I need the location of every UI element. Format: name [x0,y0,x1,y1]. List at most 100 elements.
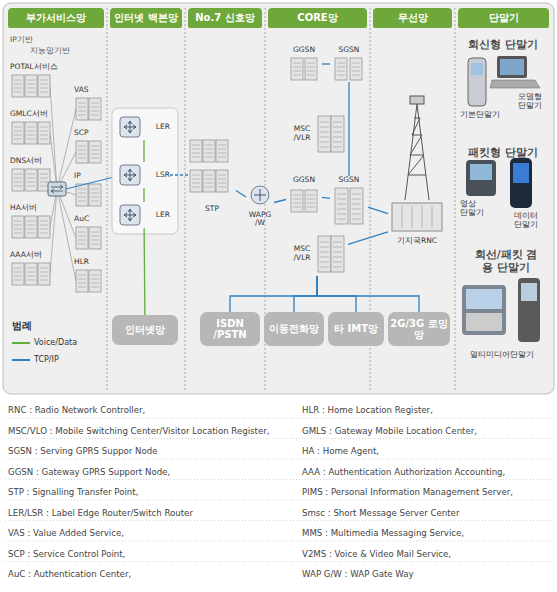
node-label: AAA서버 [10,251,42,260]
core-node-icon [331,236,344,272]
router-node: LSR [118,162,170,188]
band-heading: CORE망 [268,8,367,28]
router-panel [112,108,178,234]
server-icon [25,169,37,191]
glossary-entry: HA : Home Agent, [302,446,379,456]
server-icon [76,184,88,206]
server-node: AuC [74,215,104,251]
core-node: GGSN [286,46,322,82]
node-label: LSR [156,171,170,180]
node-label: SGSN [339,46,360,55]
glossary-entry: STP : Signalling Transfer Point, [8,487,138,497]
server-node: HLR [74,258,104,294]
switching-center: MSC /VLR [286,232,348,276]
network-link [170,174,188,175]
terminal-illustration [490,80,540,88]
terminal-illustration [471,63,483,75]
antenna-tower [405,96,429,200]
node-label: MSC /VLR [286,245,318,262]
terminal-illustration [513,163,529,183]
glossary-entry: Smsc : Short Message Server Center [302,508,459,518]
stp-icon [190,140,228,192]
node-label: GGSN [293,46,315,55]
server-icon [76,98,88,120]
terminal-illustration [518,278,540,342]
node-label: MSC /VLR [286,125,318,142]
terminal-illustration [466,289,502,309]
legend-line [12,342,30,344]
core-node-icon [350,188,363,224]
band-heading: 단말기 [458,8,549,28]
core-node-icon [335,188,348,224]
glossary-entry: LER/LSR : Label Edge Router/Switch Route… [8,508,193,518]
server-icon [89,270,101,292]
band-heading: No.7 신호망 [188,8,262,28]
server-icon [38,263,50,285]
glossary-entry: HLR : Home Location Register, [302,405,433,415]
router-icon [120,165,140,185]
column-divider [455,8,456,390]
terminal-illustration [466,313,502,331]
core-node-icon [291,58,363,272]
legend-text: Voice/Data [34,338,77,347]
glossary-entry: SCP : Service Control Point, [8,549,125,559]
legend-text: TCP/IP [34,355,59,364]
switching-center: MSC /VLR [286,112,348,156]
node-label: 이동전화망 [269,323,319,335]
external-network-box: 2G/3G 로밍 망 [388,312,450,346]
network-element: STP [188,136,236,214]
text-label: 패킷형 단말기 [468,146,538,159]
gateway-icon [251,186,269,204]
server-node: IP [74,172,104,208]
glossary-separator [5,561,552,562]
terminal-illustration [466,160,496,196]
glossary-separator [5,418,552,562]
router-icon [120,117,140,137]
glossary-entry: VAS : Value Added Service, [8,528,124,538]
glossary-entry: RNC : Radio Network Controller, [8,405,145,415]
node-label: 타 IMT망 [334,323,378,335]
server-icon [12,216,24,238]
text-label: 데이터 단말기 [514,211,544,229]
network-link [143,228,145,315]
router-node: LER [118,114,170,140]
legend-entry: TCP/IP [12,355,59,364]
server-icon [89,141,101,163]
switch-icon [48,182,66,196]
network-link [143,188,144,202]
glossary-separator [5,500,552,501]
legend-line-sample [12,339,30,347]
network-band: 부가서비스망POTAL서비스GMLC서버DNS서버HA서버AAA서버VASSCP… [5,8,107,392]
network-link [348,232,388,244]
legend-line [12,359,30,361]
node-label: LER [156,211,170,220]
glossary-separator [5,479,552,480]
glossary-entry: GGSN : Gateway GPRS Support Node, [8,467,170,477]
node-label: SCP [74,129,89,138]
node-label: VAS [74,86,89,95]
network-link [317,276,356,312]
text-label: IP기반 [10,35,33,44]
node-label: SGSN [339,176,360,185]
glossary-separator [5,418,552,419]
server-icon [89,227,101,249]
antenna-tower [410,96,424,104]
glossary-separator [5,520,552,521]
stp-icon [203,140,215,162]
server-icon [76,227,88,249]
network-link [368,207,388,213]
external-network-box: 이동전화망 [264,312,324,346]
glossary-separator [5,438,552,439]
server-icon [25,75,37,97]
glossary-entry: MSC/VLO : Mobile Switching Center/Visito… [8,426,269,436]
text-label: 모뎀형 단말기 [518,92,548,110]
gateway-icon [254,189,266,201]
node-label: 인터넷망 [125,324,165,336]
glossary-entry: AuC : Authentication Center, [8,569,131,579]
terminal-illustration [510,158,532,208]
server-icon [12,263,24,285]
network-element: 기지국RNC [388,200,446,246]
legend-line-sample [12,356,30,364]
node-label: WAPG /W [246,211,274,228]
